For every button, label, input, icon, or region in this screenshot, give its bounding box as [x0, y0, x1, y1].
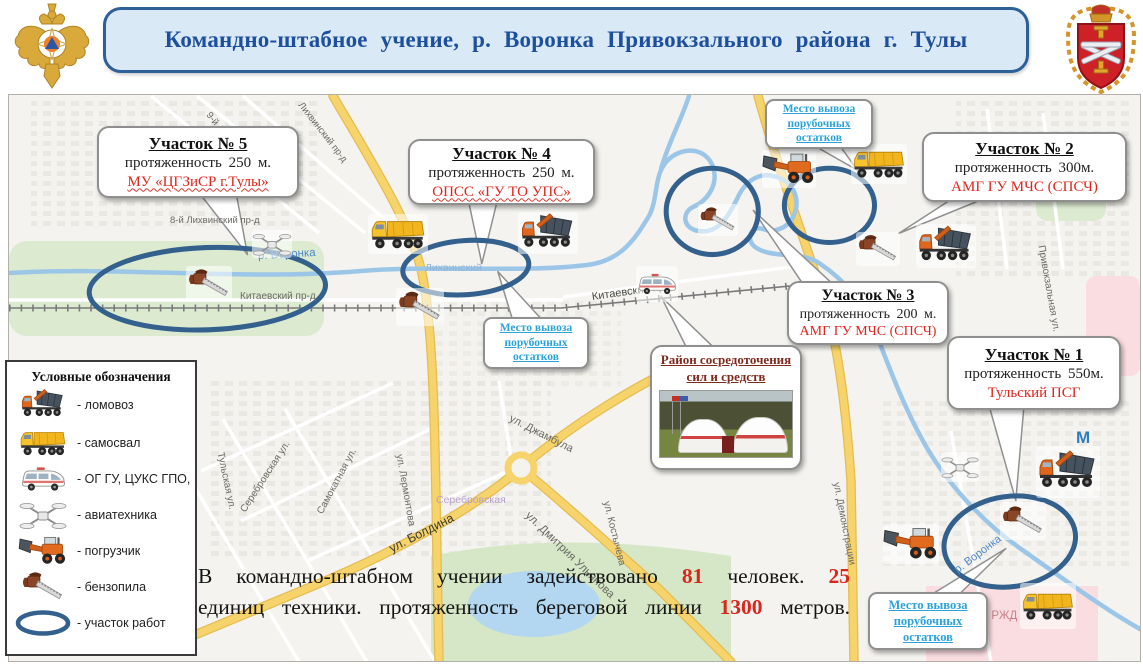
callout-removal-site-top: Место вывоза порубочных остатков	[765, 99, 873, 149]
callout-removal-site-mid: Место вывоза порубочных остатков	[483, 317, 589, 369]
drone-icon	[15, 498, 71, 532]
callout-removal-site-bottom: Место вывоза порубочных остатков	[868, 592, 988, 650]
og-van-icon	[636, 266, 678, 302]
shoreline-length: 1300	[719, 595, 763, 620]
drone-icon	[941, 452, 979, 482]
work-area-ellipse-icon	[15, 606, 71, 640]
legend-title: Условные обозначения	[31, 369, 171, 384]
lomovoz-truck-icon	[1036, 446, 1100, 498]
chainsaw-icon	[15, 570, 71, 604]
tent-door	[722, 436, 734, 454]
place-label: Лихвинский	[425, 262, 482, 274]
tula-coat-of-arms-icon	[1062, 1, 1140, 95]
lomovoz-truck-icon	[518, 212, 578, 254]
dump-truck-icon	[1020, 583, 1076, 629]
dump-truck-icon	[368, 214, 428, 254]
legend-row: - авиатехника	[7, 497, 195, 533]
place-label: Серебровская	[436, 494, 506, 506]
legend-row: - ломовоз	[7, 385, 195, 425]
metro-label: М	[1076, 428, 1091, 447]
section-title: Участок № 5	[148, 133, 248, 153]
lomovoz-truck-icon	[916, 224, 976, 268]
legend-row: - участок работ	[7, 605, 195, 641]
callout-staging-area: Район сосредоточения сил и средств	[650, 345, 802, 470]
front-loader-icon	[883, 524, 939, 564]
removal-site-label: Место вывоза порубочных остатков	[782, 102, 856, 145]
front-loader-icon	[762, 150, 816, 188]
legend-row: - ОГ ГУ, ЦУКС ГПО,	[7, 461, 195, 497]
drone-icon	[252, 230, 292, 258]
lomovoz-truck-icon	[15, 388, 71, 422]
chainsaw-icon	[856, 232, 900, 266]
summary-line-1: В командно-штабном учении задействовано …	[198, 561, 850, 592]
section-title: Участок № 2	[975, 138, 1074, 158]
removal-site-label: Место вывоза порубочных остатков	[888, 597, 968, 645]
section-unit: ОПСС «ГУ ТО УПС»	[432, 183, 571, 200]
legend-label: - участок работ	[77, 616, 166, 630]
chainsaw-icon	[186, 266, 232, 302]
summary-line-2: единиц техники. протяженность береговой …	[198, 592, 850, 623]
section-length: протяженность 300м.	[954, 159, 1095, 176]
section-title: Участок № 4	[452, 143, 551, 163]
equipment-count: 25	[828, 564, 851, 588]
street-label: Китаевский пр-д	[240, 291, 316, 302]
flag-pole	[679, 396, 682, 435]
removal-site-label: Место вывоза порубочных остатков	[499, 321, 573, 364]
people-count: 81	[681, 564, 704, 588]
section-unit: Тульский ПСГ	[987, 384, 1081, 401]
callout-section-5: Участок № 5 протяженность 250 м. МУ «ЦГЗ…	[97, 126, 299, 198]
chainsaw-icon	[698, 204, 738, 236]
legend-label: - бензопила	[77, 580, 147, 594]
legend-panel: Условные обозначения - ломовоз - самосва…	[5, 360, 197, 656]
section-length: протяженность 200 м.	[799, 306, 937, 322]
dump-truck-icon	[15, 426, 71, 460]
chainsaw-icon	[396, 288, 444, 326]
section-length: протяженность 250 м.	[124, 154, 272, 171]
dump-truck-icon	[851, 144, 907, 184]
callout-section-3: Участок № 3 протяженность 200 м. АМГ ГУ …	[787, 281, 949, 345]
summary-text: В командно-штабном учении задействовано …	[198, 561, 850, 623]
legend-row: - бензопила	[7, 569, 195, 605]
summary-segment: человек.	[727, 564, 805, 588]
callout-section-4: Участок № 4 протяженность 250 м. ОПСС «Г…	[408, 139, 595, 205]
tent	[732, 416, 789, 454]
chainsaw-icon	[1000, 502, 1046, 540]
callout-section-2: Участок № 2 протяженность 300м. АМГ ГУ М…	[922, 132, 1127, 202]
front-loader-icon	[15, 534, 71, 568]
legend-label: - авиатехника	[77, 508, 157, 522]
legend-label: - погрузчик	[77, 544, 141, 558]
legend-label: - ОГ ГУ, ЦУКС ГПО,	[77, 472, 191, 486]
section-unit: МУ «ЦГЗиСР г.Тулы»	[127, 173, 269, 190]
section-title: Участок № 3	[821, 286, 915, 304]
section-unit: АМГ ГУ МЧС (СПСЧ)	[799, 324, 937, 339]
summary-segment: В командно-штабном учении задействовано	[198, 564, 658, 588]
legend-row: - погрузчик	[7, 533, 195, 569]
og-van-icon	[15, 462, 71, 496]
slide-header: Командно-штабное учение, р. Воронка Прив…	[103, 7, 1029, 73]
legend-label: - ломовоз	[77, 398, 134, 412]
section-length: протяженность 550м.	[964, 365, 1104, 382]
flag-pole	[671, 396, 674, 435]
callout-section-1: Участок № 1 протяженность 550м. Тульский…	[947, 336, 1121, 410]
section-length: протяженность 250 м.	[428, 164, 575, 181]
flag-icon	[679, 396, 688, 402]
legend-label: - самосвал	[77, 436, 141, 450]
legend-row: - самосвал	[7, 425, 195, 461]
staging-area-photo	[659, 389, 793, 458]
street-label: 8-й Лихвинский пр-д	[170, 215, 260, 226]
staging-area-title: Район сосредоточения сил и средств	[660, 352, 792, 384]
section-unit: АМГ ГУ МЧС (СПСЧ)	[951, 178, 1098, 195]
summary-segment: единиц техники. протяженность береговой …	[198, 595, 702, 620]
tent	[678, 419, 729, 454]
page-title: Командно-штабное учение, р. Воронка Прив…	[164, 27, 968, 52]
emercom-emblem-icon	[12, 2, 92, 92]
section-title: Участок № 1	[984, 344, 1084, 364]
summary-segment: метров.	[780, 595, 851, 620]
flag-icon	[671, 396, 680, 402]
